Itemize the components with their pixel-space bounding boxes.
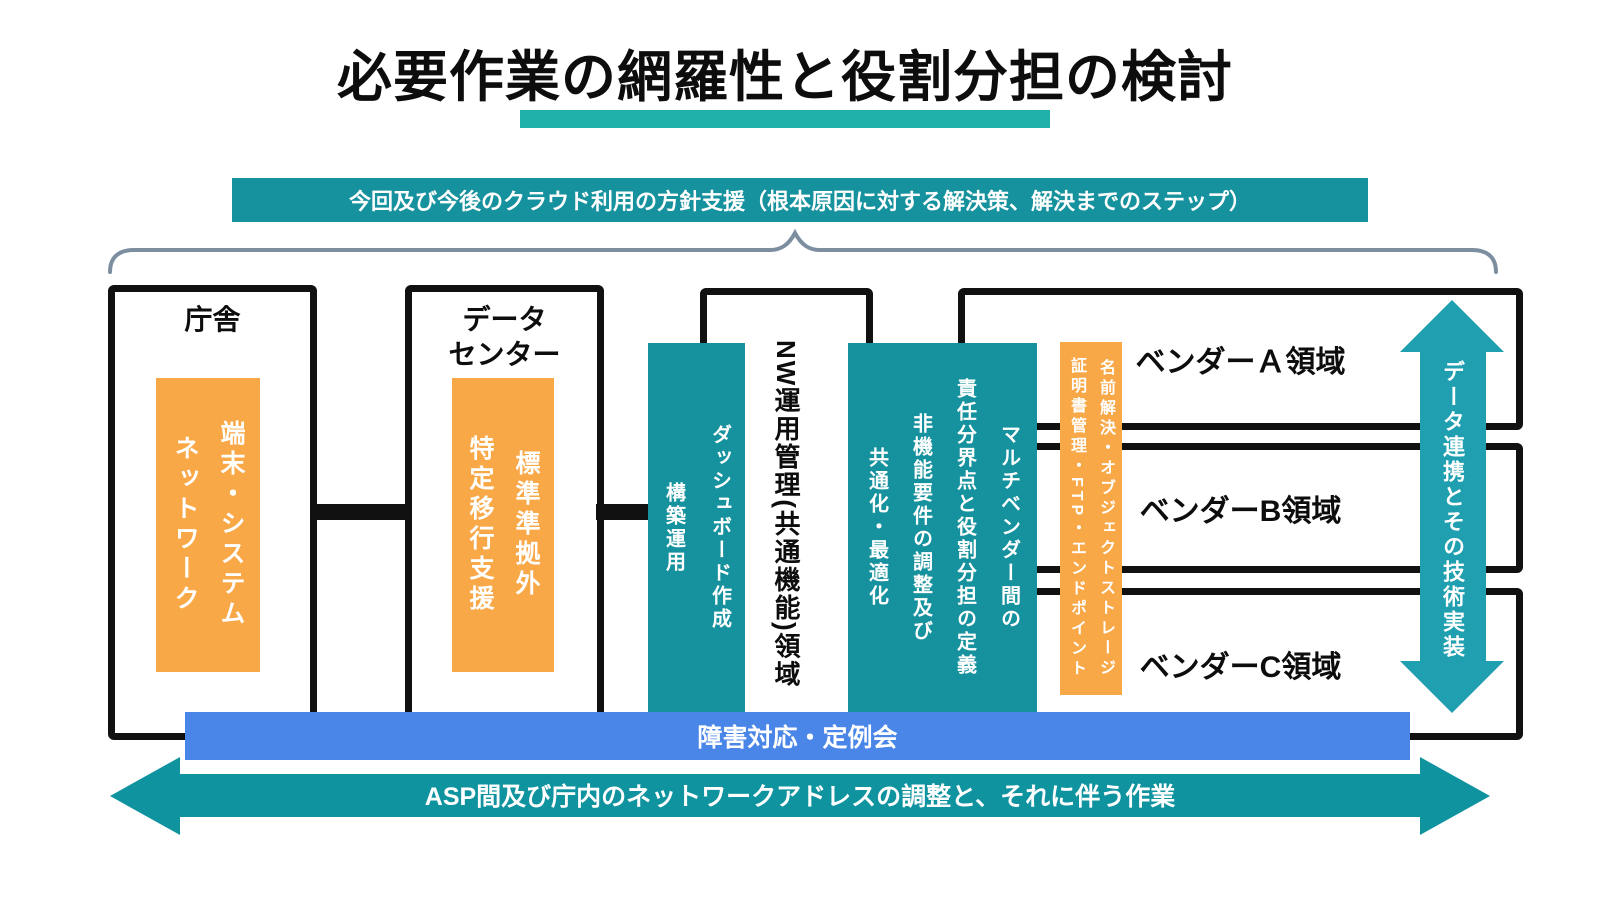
datacenter-tasks-text: 標準準拠外 特定移行支援 <box>466 435 540 615</box>
title-underline <box>520 110 1050 128</box>
chosha-tasks-text: 端末・システム ネットワーク <box>171 420 245 630</box>
multivendor-tasks-text: マルチベンダー間の 責任分界点と役割分担の定義 非機能要件の調整及び 共通化・最… <box>865 378 1020 677</box>
brace-path <box>108 228 1498 274</box>
chosha-label: 庁舎 <box>184 304 241 335</box>
dashboard-tasks-box: ダッシュボード作成 構築運用 <box>648 343 745 712</box>
connector-chosha-datacenter <box>310 504 410 520</box>
vendor-a-label: ベンダーＡ領域 <box>1135 346 1346 379</box>
vendor-b-label: ベンダーB領域 <box>1139 495 1342 528</box>
endpoint-tasks-box: 名前解決・オブジェクトストレージ 証明書管理・FTP・エンドポイント <box>1060 342 1122 695</box>
data-link-arrow-label: データ連携とその技術実装 <box>1440 360 1465 660</box>
nw-management-label: NW運用管理(共通機能)領域 <box>771 339 801 689</box>
endpoint-tasks-text: 名前解決・オブジェクトストレージ 証明書管理・FTP・エンドポイント <box>1068 357 1114 680</box>
dashboard-tasks-text: ダッシュボード作成 構築運用 <box>662 424 731 631</box>
multivendor-tasks-box: マルチベンダー間の 責任分界点と役割分担の定義 非機能要件の調整及び 共通化・最… <box>848 343 1037 712</box>
network-adjust-arrow-label: ASP間及び庁内のネットワークアドレスの調整と、それに伴う作業 <box>424 783 1176 811</box>
chosha-tasks-box: 端末・システム ネットワーク <box>156 378 260 672</box>
policy-banner: 今回及び今後のクラウド利用の方針支援（根本原因に対する解決策、解決までのステップ… <box>232 178 1368 222</box>
datacenter-tasks-box: 標準準拠外 特定移行支援 <box>452 378 554 672</box>
vendor-c-label: ベンダーC領域 <box>1139 651 1342 684</box>
datacenter-label: データ センター <box>448 304 561 370</box>
page-title: 必要作業の網羅性と役割分担の検討 <box>336 46 1233 108</box>
connector-datacenter-nw <box>596 504 652 520</box>
incident-bar: 障害対応・定例会 <box>185 712 1410 760</box>
